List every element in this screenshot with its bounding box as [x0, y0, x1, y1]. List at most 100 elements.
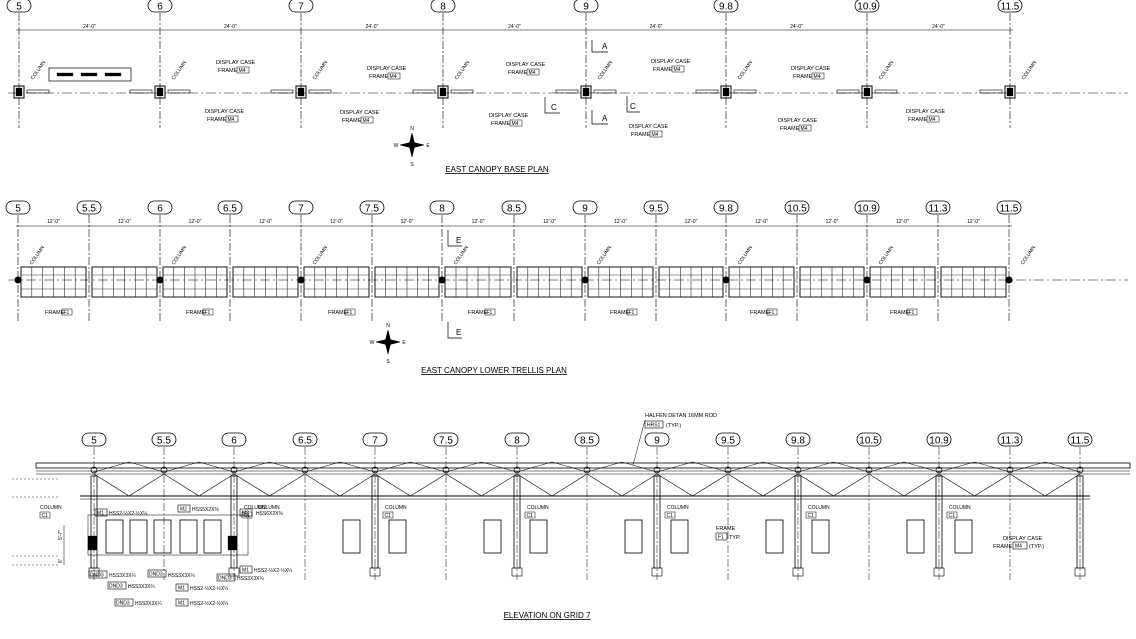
- trellis-dim-text: 12'-0": [189, 219, 202, 225]
- base-frame-tag-box: [509, 119, 523, 127]
- elev-grid-10.9-bubble: [926, 432, 952, 447]
- m1-tag-d: M1: [178, 601, 185, 607]
- elev-rod: [938, 461, 975, 473]
- trellis-grid-11.5-bubble: [996, 200, 1022, 215]
- elev-grid-5.5-label: 5.5: [157, 436, 171, 447]
- elev-rod-leader: [632, 419, 646, 466]
- display-frame-note: FRAME: [993, 544, 1013, 550]
- base-frame-tag-box: [526, 68, 540, 76]
- elev-display-case: [811, 519, 830, 554]
- elev-rod: [93, 461, 130, 473]
- trellis-dim-text: 12'-0": [755, 219, 768, 225]
- trellis-section-e-top: [447, 230, 462, 247]
- display-case-note: DISPLAY CASE: [1003, 536, 1043, 542]
- trellis-frame-tag: F1: [64, 310, 70, 316]
- trellis-frame-tag: F1: [629, 310, 635, 316]
- elev-node: [90, 466, 98, 474]
- m1-spec-b: HSS2-½X2-½X¼: [254, 567, 293, 574]
- elev-base-plate: [651, 567, 663, 577]
- elev-web: [727, 473, 764, 497]
- trellis-grid-9-bubble: [572, 200, 598, 215]
- base-column-9: [580, 85, 592, 99]
- base-frame-tag-box: [225, 115, 239, 123]
- elev-base-plate: [792, 567, 804, 577]
- dnd-tag-box-2: [147, 569, 167, 578]
- trellis-column-node: [297, 276, 305, 284]
- elev-column-tag: C1: [385, 513, 392, 519]
- m1-tag-box-a: [94, 508, 108, 517]
- base-display-frame: [26, 89, 50, 94]
- trellis-column-note: COLUMN: [453, 245, 471, 267]
- base-dc-note: DISPLAY CASE: [778, 118, 818, 124]
- base-column-core: [156, 87, 164, 97]
- elev-display-case: [954, 519, 973, 554]
- base-frame-note: FRAME: [908, 117, 928, 123]
- base-dim-text: 24'-0": [790, 24, 803, 30]
- base-display-frame: [733, 89, 757, 94]
- base-grid-7-bubble: [288, 0, 314, 13]
- elev-grid-9.5-bubble: [715, 432, 741, 447]
- m1-spec-a: HSS2-½X2-½X¼: [109, 510, 148, 517]
- base-dim-text: 24'-0": [366, 24, 379, 30]
- display-frame-tag-box: [1012, 541, 1028, 550]
- dnd-tag-box-3: [107, 581, 127, 590]
- base-display-frame: [874, 89, 898, 94]
- trellis-compass-e: E: [402, 340, 406, 346]
- elev-column-tag-box: [524, 511, 536, 519]
- base-dim-text: 24'-0": [508, 24, 521, 30]
- base-grid-11.5-bubble: [997, 0, 1023, 13]
- trellis-frame-tag: F1: [769, 310, 775, 316]
- trellis-grid-11.5-label: 11.5: [1000, 204, 1019, 215]
- base-frame-tag: M4: [929, 117, 936, 123]
- base-frame-tag-box: [236, 66, 250, 74]
- elev-grid-5.5-bubble: [151, 432, 177, 447]
- elev-display-case: [529, 519, 548, 554]
- base-grid-8-label: 8: [440, 2, 446, 13]
- trellis-grid-5-bubble: [5, 200, 31, 215]
- base-display-frame: [129, 89, 153, 94]
- elev-rod: [128, 461, 165, 473]
- base-frame-tag: M4: [652, 132, 659, 138]
- trellis-column-node: [438, 276, 446, 284]
- base-legend-box: [48, 67, 132, 82]
- elev-node: [653, 466, 661, 474]
- base-display-frame: [308, 89, 332, 94]
- trellis-dim-text: 12'-0": [826, 219, 839, 225]
- elev-display-case: [129, 519, 148, 554]
- base-column-core: [722, 87, 730, 97]
- trellis-frame-tag-box: [61, 308, 73, 316]
- base-frame-tag-box: [671, 65, 685, 73]
- base-column-note: COLUMN: [30, 60, 48, 82]
- elev-base-block: [227, 535, 238, 551]
- elev-rod: [481, 461, 518, 473]
- trellis-column-node: [722, 276, 730, 284]
- elev-display-case: [388, 519, 407, 554]
- elev-web: [833, 473, 870, 497]
- elev-grid-7-bubble: [362, 432, 388, 447]
- dnd-tag-5: DND3: [116, 601, 130, 607]
- base-grid-11.5-label: 11.5: [1001, 2, 1020, 13]
- elev-node: [865, 466, 873, 474]
- trellis-grid-10.5-label: 10.5: [787, 204, 807, 215]
- base-display-frame: [450, 89, 474, 94]
- trellis-grid-11.3-bubble: [925, 200, 951, 215]
- elev-node: [935, 466, 943, 474]
- elev-grid-7.5-bubble: [433, 432, 459, 447]
- base-column-5: [13, 85, 25, 99]
- elev-rod: [656, 461, 693, 473]
- base-column-11.5: [1004, 85, 1016, 99]
- elev-column-note-left: COLUMN: [40, 505, 62, 511]
- dnd-tag-box-1: [88, 570, 108, 579]
- trellis-dim-text: 12'-0": [896, 219, 909, 225]
- base-frame-note: FRAME: [342, 118, 362, 124]
- dnd-spec-3: HSS3X3X¼: [128, 584, 156, 590]
- elev-node: [583, 466, 591, 474]
- base-frame-tag-box: [811, 72, 825, 80]
- base-dim-text: 24'-0": [932, 24, 945, 30]
- trellis-grid-9.5-bubble: [643, 200, 669, 215]
- trellis-grid-8.5-bubble: [501, 200, 527, 215]
- elev-node: [724, 466, 732, 474]
- m1-tag-a: M1: [97, 511, 104, 517]
- base-column-note: COLUMN: [1021, 60, 1039, 82]
- base-dim-text: 24'-0": [224, 24, 237, 30]
